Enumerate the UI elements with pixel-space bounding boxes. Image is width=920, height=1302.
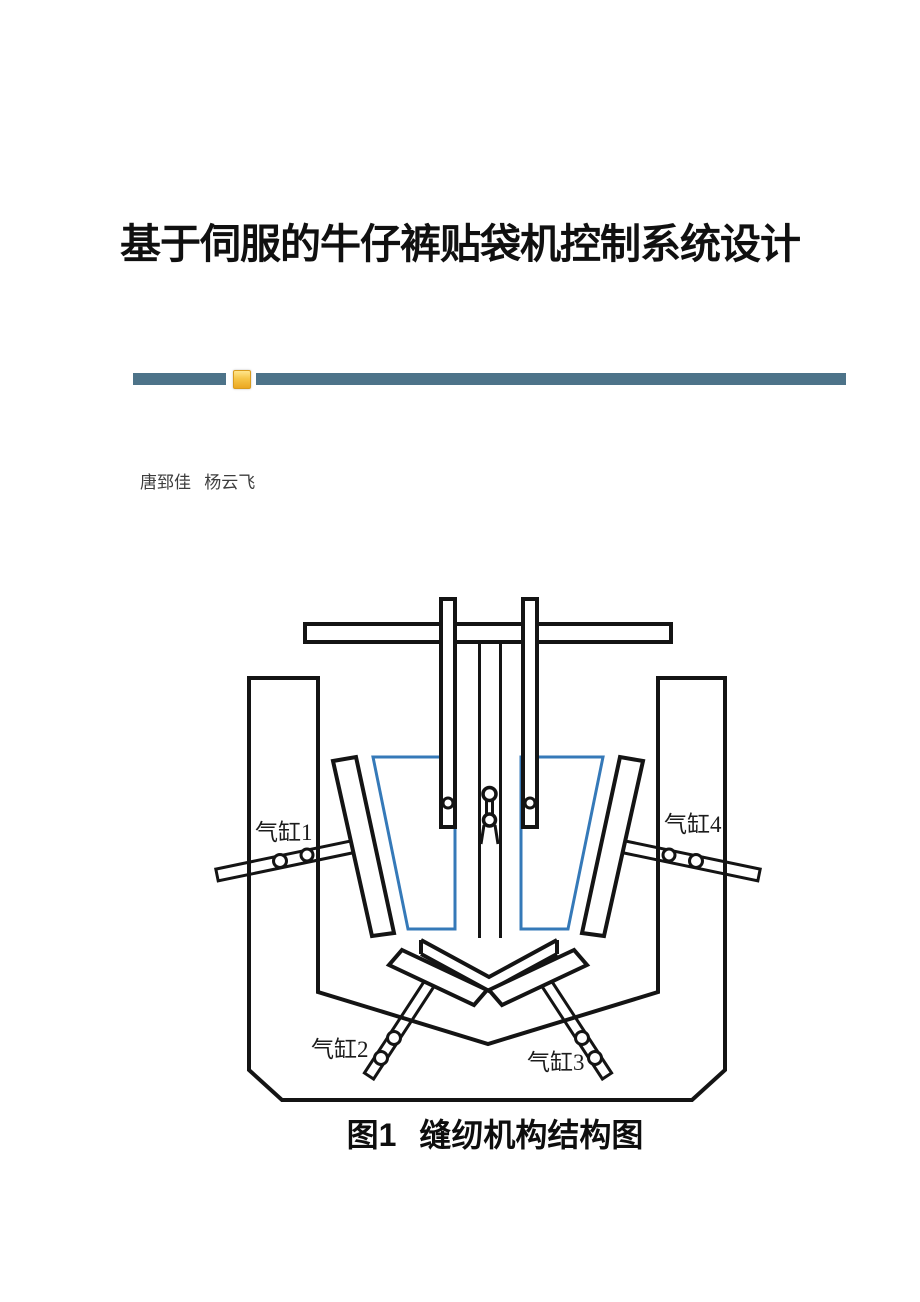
side-lever-left	[330, 754, 397, 939]
divider-bar-right	[256, 373, 846, 385]
section-divider	[133, 370, 846, 389]
needle-bar-left-pin	[441, 796, 455, 810]
side-lever-right	[579, 754, 646, 939]
cylinder1-pin-b	[299, 847, 315, 863]
figure-1-caption: 图1 缝纫机构结构图	[346, 1117, 644, 1153]
needle-clamp-lower-pin	[481, 812, 498, 828]
top-beam	[303, 622, 673, 644]
divider-bar-left	[133, 373, 226, 385]
machine-body-outline	[247, 676, 727, 1102]
cylinder4-pin-a	[688, 853, 704, 869]
needle-bar-right	[521, 597, 539, 829]
cylinder4-pin-b	[661, 847, 677, 863]
label-cylinder1: 气缸1	[255, 820, 313, 845]
label-cylinder4: 气缸4	[664, 812, 722, 837]
cylinder1-pin-a	[272, 853, 288, 869]
pocket-template-left	[371, 755, 457, 931]
page-title: 基于伺服的牛仔裤贴袋机控制系统设计	[120, 221, 801, 267]
cylinder2-pin-b	[373, 1050, 389, 1066]
needle-bar-right-pin	[523, 796, 537, 810]
figure-1-diagram: 气缸1 气缸4 气缸2 气缸3	[214, 597, 762, 1102]
center-channel	[478, 642, 502, 938]
cylinder3-pin-b	[587, 1050, 603, 1066]
needle-clamp-upper-pin	[481, 785, 498, 803]
needle-fork	[479, 824, 500, 845]
folding-plate-left	[385, 947, 491, 1008]
label-cylinder3: 气缸3	[527, 1050, 585, 1075]
label-cylinder2: 气缸2	[311, 1037, 369, 1062]
needle-bar-left	[439, 597, 457, 829]
pocket-template-right	[519, 755, 605, 931]
cylinder2-rod	[362, 975, 438, 1082]
divider-marker-icon	[233, 370, 251, 389]
folding-plate-right	[485, 947, 591, 1008]
cylinder3-pin-a	[574, 1030, 590, 1046]
authors: 唐郅佳 杨云飞	[140, 473, 256, 492]
cylinder2-pin-a	[386, 1030, 402, 1046]
